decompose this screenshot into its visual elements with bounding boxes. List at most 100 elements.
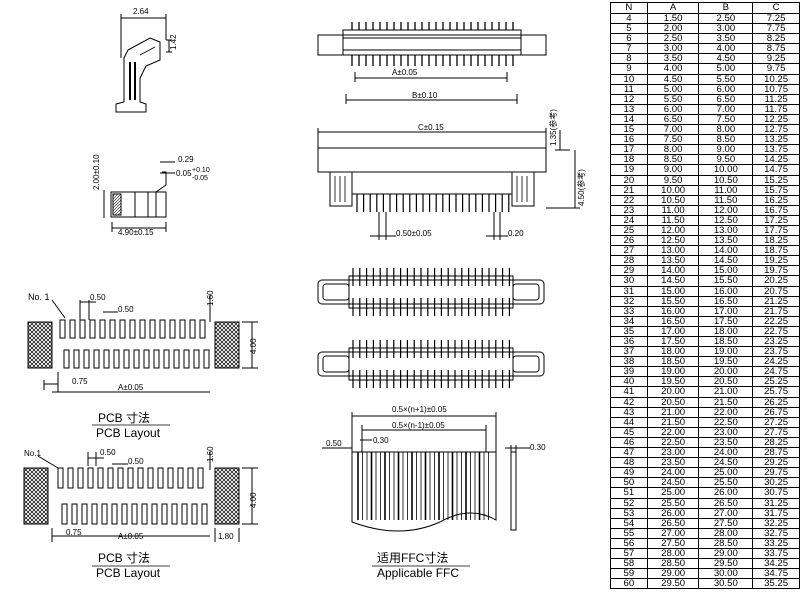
table-cell: 13.00 bbox=[698, 224, 754, 237]
table-cell: 4 bbox=[610, 12, 648, 25]
table-cell: 5 bbox=[610, 23, 648, 35]
table-cell: 25.25 bbox=[752, 376, 800, 388]
table-cell: 19.00 bbox=[646, 366, 700, 378]
table-cell: 35.25 bbox=[752, 578, 800, 590]
table-cell: 18.00 bbox=[646, 346, 700, 358]
table-cell: 7.00 bbox=[698, 103, 754, 115]
table-cell: 29.50 bbox=[698, 558, 754, 570]
table-cell: 11.00 bbox=[646, 204, 700, 216]
table-cell: 4.00 bbox=[646, 63, 700, 75]
table-cell: 9.00 bbox=[698, 144, 754, 156]
table-cell: 50 bbox=[610, 477, 648, 489]
conn-dim-0-20: 0.20 bbox=[508, 229, 524, 238]
table-cell: 14.25 bbox=[752, 154, 800, 166]
table-cell: 33.75 bbox=[752, 547, 800, 560]
table-cell: 11 bbox=[610, 83, 648, 95]
table-cell: 20 bbox=[610, 174, 648, 186]
table-cell: 11.25 bbox=[752, 93, 800, 105]
table-cell: 21.50 bbox=[646, 416, 700, 428]
table-header-row: N A B C bbox=[610, 2, 800, 14]
table-cell: 21.25 bbox=[752, 295, 800, 307]
table-cell: 29.00 bbox=[646, 568, 700, 580]
side-view-top bbox=[115, 14, 172, 113]
table-cell: 8.00 bbox=[698, 124, 754, 136]
table-cell: 17 bbox=[610, 144, 648, 156]
table-cell: 15.50 bbox=[698, 275, 754, 287]
table-cell: 28.00 bbox=[646, 547, 700, 560]
table-cell: 25 bbox=[610, 224, 648, 237]
table-cell: 5.00 bbox=[646, 83, 700, 95]
pcb1-dim-0-50-a: 0.50 bbox=[90, 293, 106, 302]
table-cell: 30.75 bbox=[752, 487, 800, 499]
table-cell: 15 bbox=[610, 124, 648, 136]
ffc-dim-0-50: 0.50 bbox=[326, 439, 342, 448]
table-cell: 16 bbox=[610, 134, 648, 146]
table-cell: 52 bbox=[610, 497, 648, 509]
table-cell: 24.75 bbox=[752, 366, 800, 378]
table-cell: 57 bbox=[610, 547, 648, 560]
ffc-dim-thickness: 0.30 bbox=[530, 443, 546, 452]
table-cell: 7.75 bbox=[752, 23, 800, 35]
table-cell: 40 bbox=[610, 376, 648, 388]
table-cell: 27.25 bbox=[752, 416, 800, 428]
table-cell: 17.00 bbox=[698, 305, 754, 317]
table-cell: 12 bbox=[610, 93, 648, 105]
table-cell: 29.75 bbox=[752, 467, 800, 479]
table-cell: 8.75 bbox=[752, 43, 800, 55]
table-cell: 18.50 bbox=[646, 356, 700, 368]
table-cell: 10.25 bbox=[752, 73, 800, 85]
table-cell: 7.00 bbox=[646, 124, 700, 136]
table-cell: 21.75 bbox=[752, 305, 800, 317]
table-cell: 58 bbox=[610, 558, 648, 570]
pcb2-dim-a: A±0.05 bbox=[118, 532, 144, 541]
connector-top-view bbox=[317, 22, 547, 104]
table-cell: 13.00 bbox=[646, 245, 700, 257]
pcb2-caption-en: PCB Layout bbox=[96, 566, 161, 580]
table-cell: 13.25 bbox=[752, 134, 800, 146]
connector-bottom-view-2 bbox=[317, 340, 545, 388]
table-cell: 16.00 bbox=[698, 285, 754, 297]
table-cell: 25.75 bbox=[752, 386, 800, 398]
technical-drawing: 2.64 1.42 0.29 0.05 +0.10 -0.05 2.00±0.1… bbox=[23, 7, 586, 580]
col-header-c: C bbox=[752, 2, 800, 14]
table-cell: 18.75 bbox=[752, 245, 800, 257]
table-cell: 24.50 bbox=[646, 477, 700, 489]
table-cell: 59 bbox=[610, 568, 648, 580]
table-cell: 25.50 bbox=[698, 477, 754, 489]
table-cell: 19 bbox=[610, 164, 648, 176]
table-cell: 48 bbox=[610, 457, 648, 469]
connector-front-view bbox=[317, 128, 580, 240]
table-cell: 23.75 bbox=[752, 346, 800, 358]
table-cell: 10.75 bbox=[752, 83, 800, 95]
table-cell: 29.25 bbox=[752, 457, 800, 469]
table-cell: 7 bbox=[610, 43, 648, 55]
table-cell: 3.50 bbox=[698, 33, 754, 45]
table-cell: 14.00 bbox=[646, 265, 700, 277]
table-cell: 25.50 bbox=[646, 497, 700, 509]
table-cell: 32 bbox=[610, 295, 648, 307]
table-cell: 5.50 bbox=[646, 93, 700, 105]
col-header-b: B bbox=[698, 2, 754, 14]
table-cell: 27.50 bbox=[646, 537, 700, 549]
table-cell: 16.50 bbox=[646, 315, 700, 327]
table-cell: 23 bbox=[610, 204, 648, 216]
side-view-mid bbox=[103, 161, 175, 232]
table-cell: 9 bbox=[610, 63, 648, 75]
